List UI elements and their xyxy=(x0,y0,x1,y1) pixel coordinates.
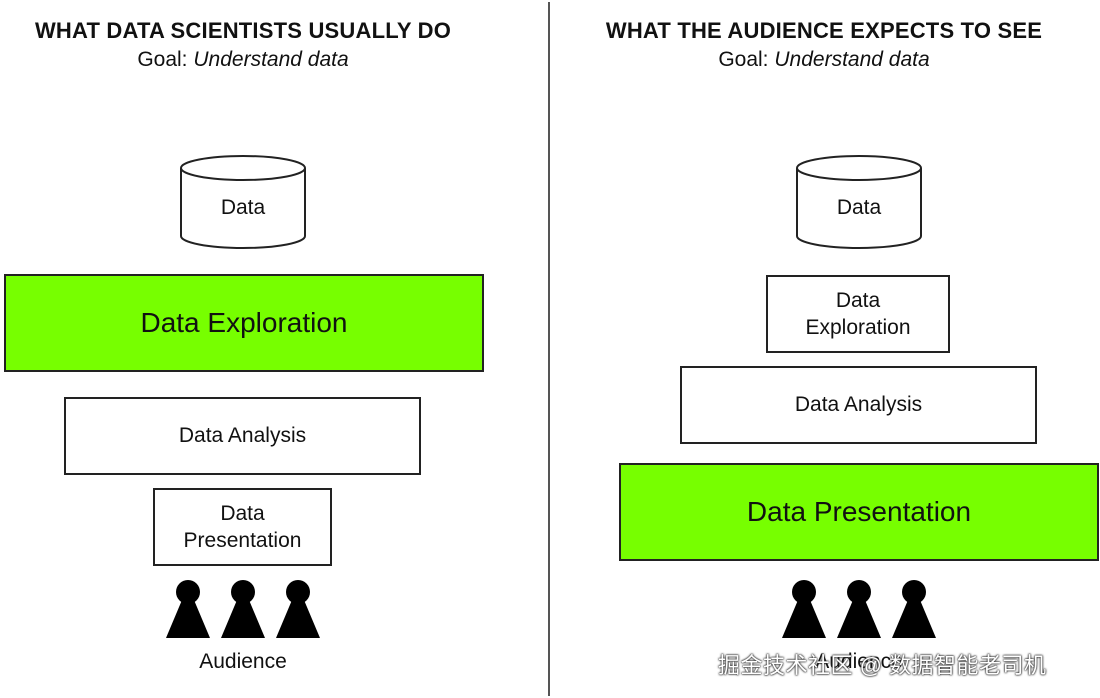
left-data-presentation-label-1: Data xyxy=(220,501,265,525)
right-data-analysis-label: Data Analysis xyxy=(794,393,923,417)
left-panel: WHAT DATA SCIENTISTS USUALLY DO Goal: Un… xyxy=(0,18,486,673)
left-data-cylinder-icon: Data xyxy=(179,154,307,250)
right-audience-people-icon xyxy=(782,580,936,638)
right-data-label: Data xyxy=(836,196,882,219)
right-goal-prefix: Goal: xyxy=(718,48,769,71)
left-data-label: Data xyxy=(220,196,266,219)
right-title: WHAT THE AUDIENCE EXPECTS TO SEE xyxy=(605,18,1043,43)
left-data-exploration-box: Data Exploration xyxy=(4,274,484,372)
left-data-analysis-label: Data Analysis xyxy=(178,424,307,448)
right-data-cylinder-icon: Data xyxy=(795,154,923,250)
left-audience-people-icon xyxy=(166,580,320,638)
right-data-exploration-label-1: Data xyxy=(835,288,881,312)
right-goal-text: Understand data xyxy=(774,48,930,71)
right-data-presentation-label: Data Presentation xyxy=(746,495,972,527)
panel-divider xyxy=(548,2,550,696)
right-audience-label: Audience xyxy=(815,650,903,673)
right-data-analysis-box: Data Analysis xyxy=(680,366,1037,444)
left-title: WHAT DATA SCIENTISTS USUALLY DO xyxy=(34,18,452,43)
left-goal-prefix: Goal: xyxy=(137,48,188,71)
left-goal: Goal: Understand data xyxy=(0,48,486,72)
right-data-exploration-label-2: Exploration xyxy=(805,316,911,339)
left-data-analysis-box: Data Analysis xyxy=(64,397,421,475)
left-audience-label: Audience xyxy=(199,650,287,673)
left-data-presentation-box: Data Presentation xyxy=(153,488,332,566)
right-goal: Goal: Understand data xyxy=(548,48,1100,72)
right-panel: WHAT THE AUDIENCE EXPECTS TO SEE Goal: U… xyxy=(552,0,1100,698)
left-data-exploration-label: Data Exploration xyxy=(140,306,348,338)
left-data-presentation-label-2: Presentation xyxy=(183,529,302,552)
watermark-text: 掘金技术社区 @ 数据智能老司机 xyxy=(718,653,1047,678)
left-goal-text: Understand data xyxy=(193,48,349,71)
right-data-presentation-box: Data Presentation xyxy=(619,463,1099,561)
right-data-exploration-box: Data Exploration xyxy=(766,275,950,353)
